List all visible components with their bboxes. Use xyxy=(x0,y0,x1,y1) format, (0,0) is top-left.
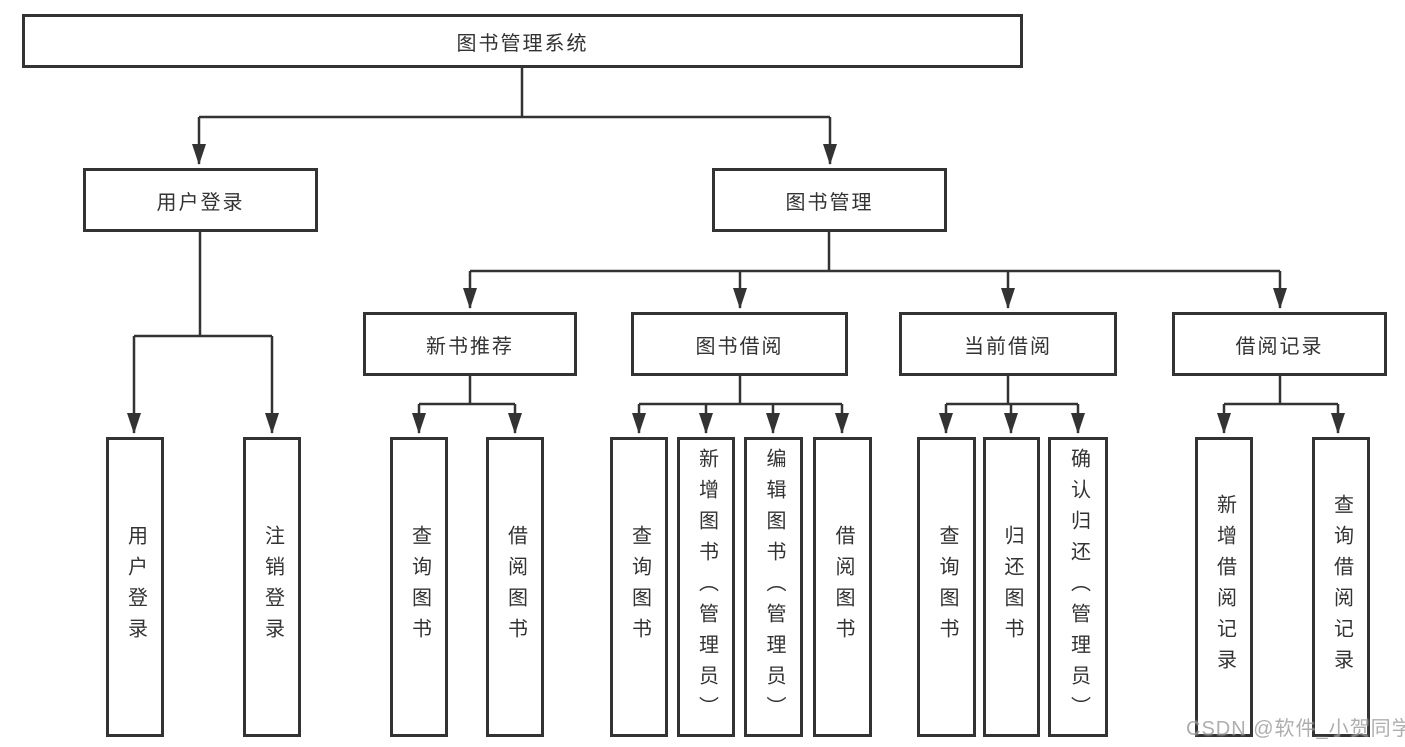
node-new-book-recommend-label: 新书推荐 xyxy=(426,335,514,358)
leaf-user-login: 用户登录 xyxy=(106,437,164,737)
node-book-borrow-label: 图书借阅 xyxy=(695,335,784,358)
link-user-login-to-leaves xyxy=(127,232,279,434)
node-root-label: 图书管理系统 xyxy=(456,32,589,55)
leaf-return-book-label: 归还图书 xyxy=(1001,525,1023,649)
leaf-query-borrow-record: 查询借阅记录 xyxy=(1312,437,1370,737)
leaf-query-borrow-record-label: 查询借阅记录 xyxy=(1330,494,1353,680)
node-new-book-recommend: 新书推荐 xyxy=(363,312,577,376)
leaf-confirm-return-admin: 确认归还（管理员） xyxy=(1048,437,1108,737)
leaf-add-borrow-record: 新增借阅记录 xyxy=(1195,437,1253,737)
link-book-borrow-to-leaves xyxy=(632,376,849,434)
leaf-confirm-return-admin-label: 确认归还（管理员） xyxy=(1067,447,1090,727)
leaf-query-books-recommend-label: 查询图书 xyxy=(408,525,431,649)
node-root: 图书管理系统 xyxy=(22,14,1023,68)
leaf-borrow-books-recommend: 借阅图书 xyxy=(486,437,544,737)
leaf-query-books-current-label: 查询图书 xyxy=(936,525,958,649)
link-book-management-to-level3 xyxy=(463,232,1287,309)
node-book-management-label: 图书管理 xyxy=(785,191,874,214)
leaf-add-book-admin: 新增图书（管理员） xyxy=(677,437,735,737)
link-current-borrow-to-leaves xyxy=(939,376,1085,434)
link-borrow-records-to-leaves xyxy=(1217,376,1345,434)
node-current-borrow-label: 当前借阅 xyxy=(964,335,1052,358)
leaf-query-books-recommend: 查询图书 xyxy=(390,437,448,737)
node-borrow-records-label: 借阅记录 xyxy=(1235,335,1324,358)
leaf-query-books-current: 查询图书 xyxy=(917,437,976,737)
node-user-login: 用户登录 xyxy=(83,168,318,232)
leaf-return-book: 归还图书 xyxy=(983,437,1040,737)
leaf-edit-book-admin: 编辑图书（管理员） xyxy=(744,437,803,737)
node-borrow-records: 借阅记录 xyxy=(1172,312,1387,376)
leaf-user-login-label: 用户登录 xyxy=(124,525,147,649)
link-root-to-level2 xyxy=(192,68,837,165)
leaf-add-borrow-record-label: 新增借阅记录 xyxy=(1213,494,1236,680)
node-book-management: 图书管理 xyxy=(712,168,947,232)
leaf-edit-book-admin-label: 编辑图书（管理员） xyxy=(763,447,785,727)
leaf-add-book-admin-label: 新增图书（管理员） xyxy=(695,447,718,727)
node-book-borrow: 图书借阅 xyxy=(631,312,848,376)
leaf-query-books-borrow: 查询图书 xyxy=(610,437,668,737)
leaf-logout-label: 注销登录 xyxy=(261,525,284,649)
node-current-borrow: 当前借阅 xyxy=(899,312,1117,376)
leaf-borrow-books-recommend-label: 借阅图书 xyxy=(504,525,527,649)
link-new-book-recommend-to-leaves xyxy=(412,376,522,434)
leaf-query-books-borrow-label: 查询图书 xyxy=(628,525,651,649)
watermark: CSDN @软件_小贺同学 xyxy=(1186,718,1405,740)
leaf-logout: 注销登录 xyxy=(243,437,301,737)
node-user-login-label: 用户登录 xyxy=(156,191,245,214)
leaf-borrow-books-borrow-label: 借阅图书 xyxy=(832,525,854,649)
leaf-borrow-books-borrow: 借阅图书 xyxy=(813,437,872,737)
